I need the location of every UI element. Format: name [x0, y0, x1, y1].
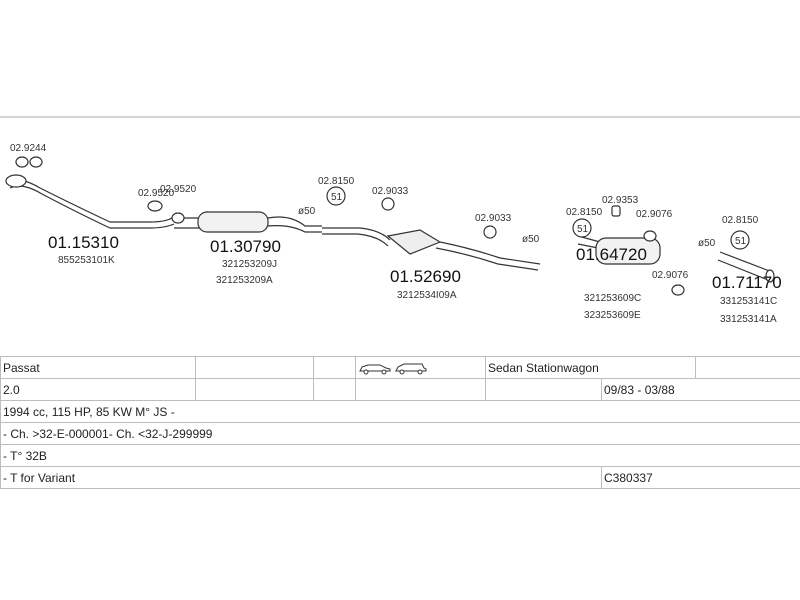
- part-number: 01.71170: [712, 273, 782, 292]
- part-number: 01.30790: [210, 237, 281, 256]
- part-number: 01.15310: [48, 233, 119, 252]
- mounting-bracket-icon: [730, 230, 750, 250]
- diameter-label: ø50: [698, 238, 716, 249]
- accessory-label: 02.9520: [160, 184, 197, 195]
- middle-silencer: [197, 211, 269, 233]
- sedan-icon: [359, 364, 391, 372]
- spec-row: - T for Variant C380337: [0, 466, 800, 489]
- part-reference: 331253141A: [720, 314, 777, 325]
- rubber-mount-icon: [671, 284, 685, 296]
- body-type-text: Sedan Stationwagon: [484, 356, 697, 379]
- variant-cell: - T for Variant: [0, 466, 602, 489]
- diameter-label: ø50: [298, 206, 316, 217]
- accessory-label: 02.9033: [475, 213, 512, 224]
- accessory-label: 02.9520: [138, 188, 175, 199]
- clamp-icon: [611, 205, 621, 217]
- accessory-label: 02.8150: [566, 207, 603, 218]
- mounting-bracket-icon: [572, 218, 592, 238]
- part-reference: 855253101K: [58, 255, 115, 266]
- part-reference: 331253141C: [720, 296, 777, 307]
- code-cell: C380337: [600, 466, 800, 489]
- part-reference: 321253609C: [584, 293, 641, 304]
- spec-row: - T° 32B: [0, 444, 800, 467]
- rear-silencer: [595, 237, 661, 265]
- gasket-icon: [15, 156, 43, 168]
- accessory-label: 02.8150: [722, 215, 759, 226]
- rubber-mount-icon: [483, 225, 497, 239]
- part-reference: 321253209A: [216, 275, 273, 286]
- engine-cell: 2.0: [0, 378, 196, 401]
- part-reference: 323253609E: [584, 310, 641, 321]
- spec-row: 2.0 09/83 - 03/88: [0, 378, 800, 401]
- stationwagon-icon: [395, 363, 427, 372]
- part-number: 01.52690: [390, 267, 461, 286]
- vehicle-spec-table: Passat Sedan Stationwagon 2.0 09/83 - 03…: [0, 356, 800, 489]
- accessory-label: 02.9076: [636, 209, 673, 220]
- model-cell: Passat: [0, 356, 196, 379]
- type-cell: - T° 32B: [0, 444, 800, 467]
- accessory-label: 02.9033: [372, 186, 409, 197]
- gasket-icon: [171, 212, 185, 224]
- spec-row: Passat Sedan Stationwagon: [0, 356, 800, 379]
- tail-pipe: [717, 251, 773, 281]
- clamp-badge: 51: [331, 192, 343, 203]
- mounting-bracket-icon: [326, 186, 346, 206]
- chassis-cell: - Ch. >32-E-000001- Ch. <32-J-299999: [0, 422, 800, 445]
- diagram-top-border: [0, 116, 800, 118]
- body-type-icons: [355, 356, 486, 379]
- rubber-mount-icon: [381, 197, 395, 211]
- gasket-icon: [147, 200, 163, 212]
- spec-row: 1994 cc, 115 HP, 85 KW M° JS -: [0, 400, 800, 423]
- diameter-label: ø50: [522, 234, 540, 245]
- accessory-label: 02.9076: [652, 270, 689, 281]
- front-pipe: [7, 179, 173, 223]
- rubber-mount-icon: [643, 230, 657, 242]
- accessory-label: 02.8150: [318, 176, 355, 187]
- part-reference: 321253209J: [222, 259, 277, 270]
- front-flange: [5, 174, 27, 188]
- accessory-label: 02.9353: [602, 195, 639, 206]
- car-body-icons: [359, 363, 427, 375]
- accessory-label: 02.9244: [10, 143, 47, 154]
- part-reference: 3212534I09A: [397, 290, 457, 301]
- power-cell: 1994 cc, 115 HP, 85 KW M° JS -: [0, 400, 800, 423]
- intermediate-silencer: [386, 229, 442, 255]
- clamp-badge: 51: [577, 224, 589, 235]
- spec-row: - Ch. >32-E-000001- Ch. <32-J-299999: [0, 422, 800, 445]
- part-number: 01.64720: [576, 245, 647, 264]
- clamp-badge: 51: [735, 236, 747, 247]
- years-cell: 09/83 - 03/88: [600, 378, 800, 401]
- exhaust-system-diagram: 51 51 51 02.9244 02.9520 02.9520 02.8150…: [5, 143, 782, 325]
